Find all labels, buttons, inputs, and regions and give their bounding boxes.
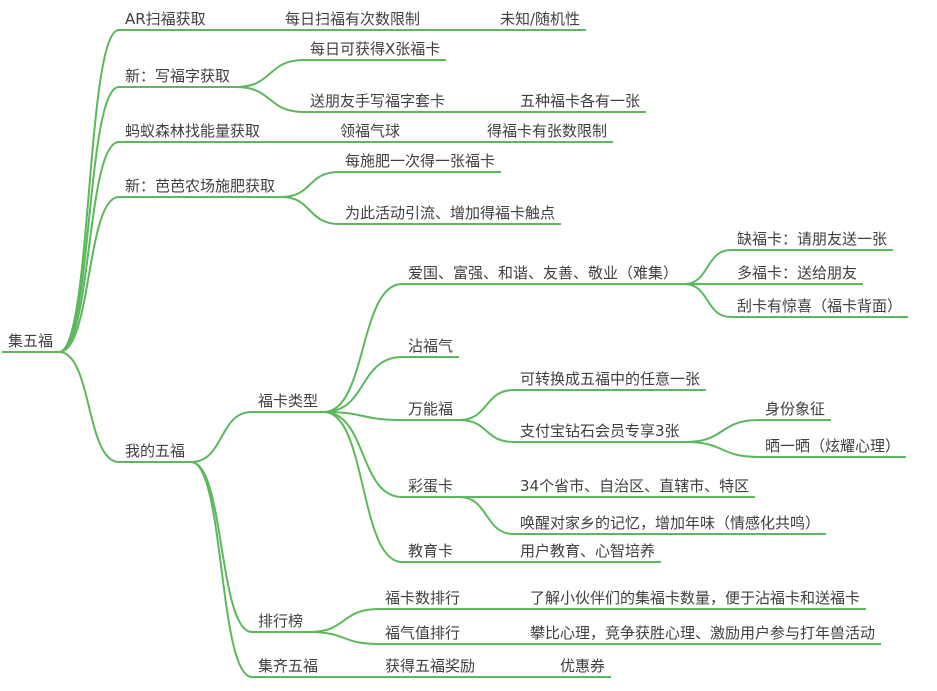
node-card-rank-desc[interactable]: 了解小伙伴们的集福卡数量，便于沾福卡和送福卡 (524, 588, 867, 610)
node-edu-card[interactable]: 教育卡 (402, 541, 460, 563)
connector-five-cards-lack-card (683, 249, 732, 285)
connector-easter-egg-hometown (458, 496, 515, 535)
node-ar-daily-limit[interactable]: 每日扫福有次数限制 (279, 9, 427, 31)
node-extra-card[interactable]: 多福卡：送给朋友 (731, 263, 864, 285)
node-farm-once[interactable]: 每施肥一次得一张福卡 (339, 151, 502, 173)
node-identity[interactable]: 身份象征 (759, 399, 832, 421)
node-card-rank[interactable]: 福卡数排行 (379, 588, 467, 610)
connector-card-types-wannengfu (323, 411, 403, 421)
connector-diamond-identity (684, 419, 760, 443)
connector-card-types-edu-card (323, 411, 403, 563)
node-five-cards[interactable]: 爱国、富强、和谐、友善、敬业（难集） (402, 263, 685, 285)
node-write-gift[interactable]: 送朋友手写福字套卡 (304, 91, 452, 113)
node-forest[interactable]: 蚂蚁森林找能量获取 (119, 121, 267, 143)
node-farm[interactable]: 新：芭芭农场施肥获取 (119, 176, 282, 198)
node-write-fu[interactable]: 新：写福字获取 (119, 66, 237, 88)
node-provinces[interactable]: 34个省市、自治区、直辖市、特区 (514, 476, 756, 498)
connector-ranking-fuqi-rank (308, 631, 380, 645)
connector-five-cards-scratch-card (683, 283, 732, 318)
connector-farm-farm-traffic (280, 196, 340, 225)
connector-card-types-zhan-fuqi (323, 356, 403, 413)
connector-root-farm (58, 196, 120, 353)
node-ar-random[interactable]: 未知/随机性 (494, 9, 587, 31)
node-wannengfu[interactable]: 万能福 (402, 399, 460, 421)
connector-root-forest (58, 141, 120, 353)
node-easter-egg[interactable]: 彩蛋卡 (402, 476, 460, 498)
connector-my-five-collect-all (190, 461, 253, 678)
node-edu-desc[interactable]: 用户教育、心智培养 (514, 541, 662, 563)
node-hometown[interactable]: 唤醒对家乡的记忆，增加年味（情感化共鸣） (514, 513, 827, 535)
connector-card-types-five-cards (323, 283, 403, 413)
node-root[interactable]: 集五福 (2, 331, 60, 353)
connector-my-five-ranking (190, 461, 253, 633)
connector-farm-farm-once (280, 171, 340, 198)
node-fuqi-rank-desc[interactable]: 攀比心理，竞争获胜心理、激励用户参与打年兽活动 (524, 623, 882, 645)
connector-wannengfu-diamond (458, 419, 515, 443)
connector-root-my-five (58, 351, 120, 463)
node-my-five[interactable]: 我的五福 (119, 441, 192, 463)
node-ar[interactable]: AR扫福获取 (119, 9, 212, 31)
node-write-daily[interactable]: 每日可获得X张福卡 (304, 39, 447, 61)
connector-root-write-fu (58, 86, 120, 353)
node-farm-traffic[interactable]: 为此活动引流、增加得福卡触点 (339, 203, 562, 225)
node-coupon[interactable]: 优惠券 (554, 656, 612, 678)
node-convert[interactable]: 可转换成五福中的任意一张 (514, 369, 707, 391)
connector-my-five-card-types (190, 411, 253, 463)
node-reward[interactable]: 获得五福奖励 (379, 656, 482, 678)
node-zhan-fuqi[interactable]: 沾福气 (402, 336, 460, 358)
node-write-gift-five[interactable]: 五种福卡各有一张 (514, 91, 647, 113)
connector-root-ar (58, 29, 120, 353)
node-forest-limit[interactable]: 得福卡有张数限制 (481, 121, 614, 143)
node-collect-all[interactable]: 集齐五福 (252, 656, 325, 678)
connector-write-fu-write-daily (235, 59, 305, 88)
node-forest-balloon[interactable]: 领福气球 (334, 121, 407, 143)
connector-write-fu-write-gift (235, 86, 305, 113)
connector-ranking-card-rank (308, 608, 380, 633)
node-lack-card[interactable]: 缺福卡：请朋友送一张 (731, 229, 894, 251)
node-diamond[interactable]: 支付宝钻石会员专享3张 (514, 421, 686, 443)
connector-wannengfu-convert (458, 389, 515, 421)
node-show-off[interactable]: 晒一晒（炫耀心理） (759, 436, 907, 458)
node-scratch-card[interactable]: 刮卡有惊喜（福卡背面） (731, 296, 909, 318)
node-card-types[interactable]: 福卡类型 (252, 391, 325, 413)
connector-card-types-easter-egg (323, 411, 403, 498)
node-fuqi-rank[interactable]: 福气值排行 (379, 623, 467, 645)
node-ranking[interactable]: 排行榜 (252, 611, 310, 633)
connector-diamond-show-off (684, 441, 760, 458)
